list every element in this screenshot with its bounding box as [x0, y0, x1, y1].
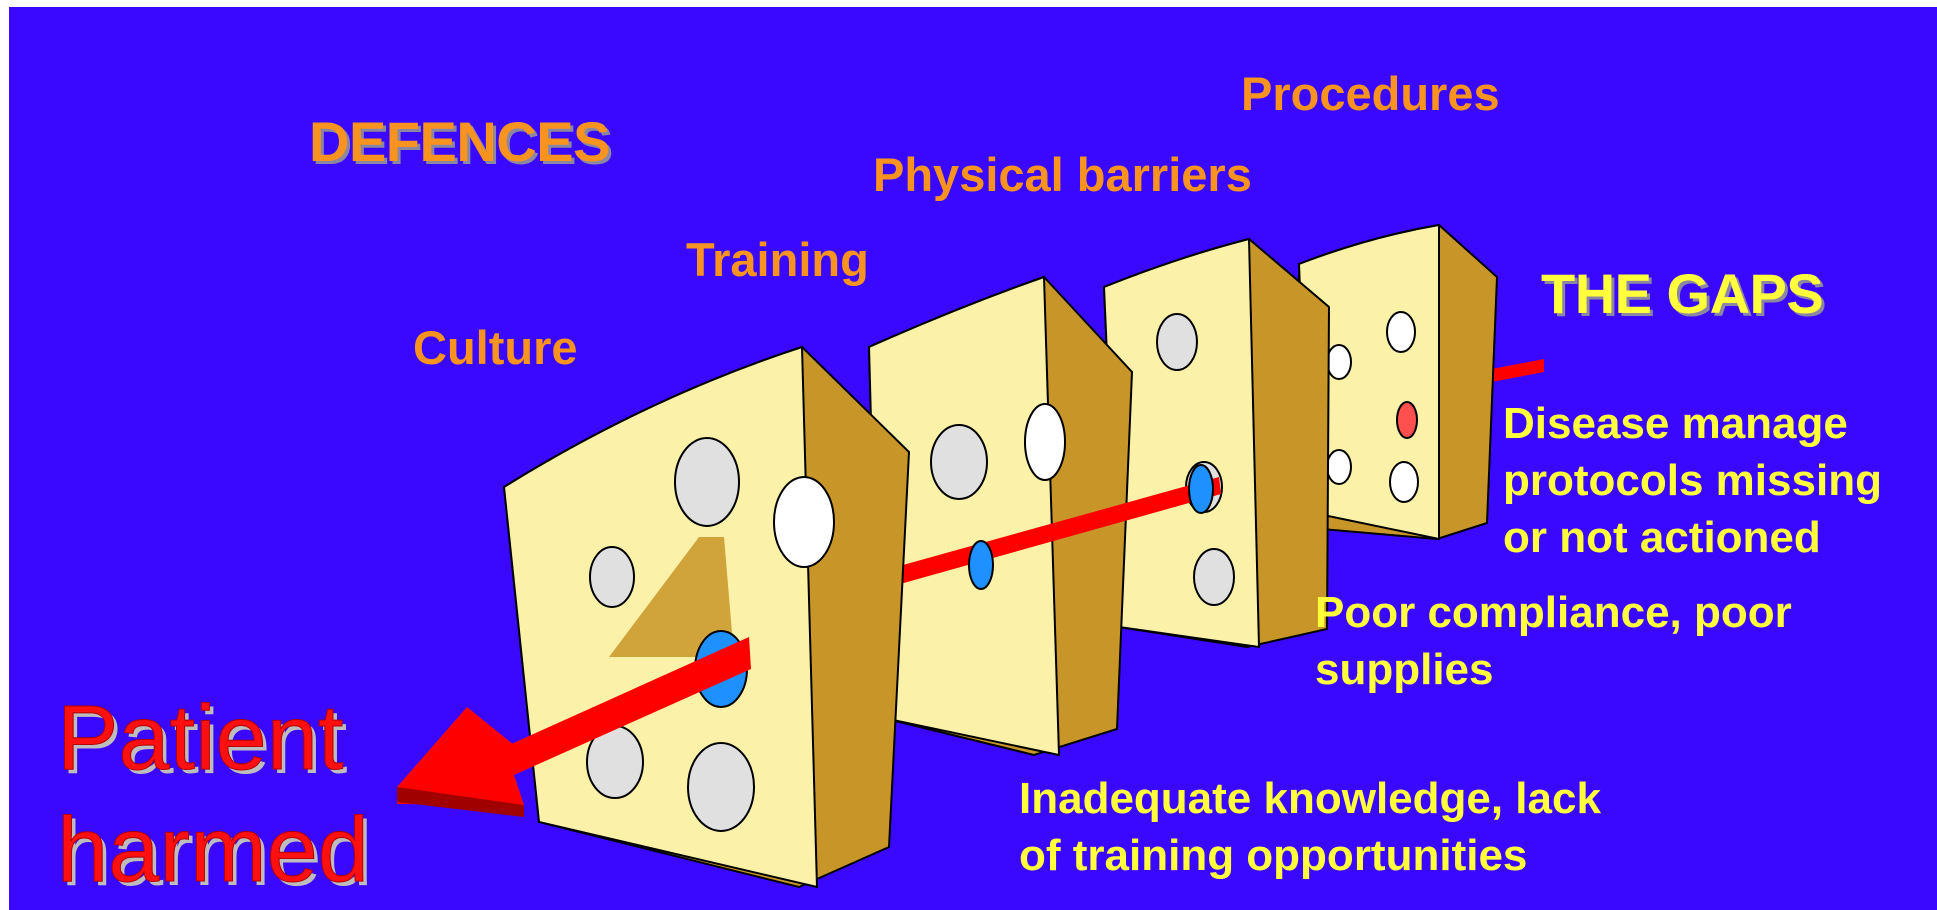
gap-text-line: Inadequate knowledge, lack: [1019, 774, 1601, 823]
outcome-line: harmed: [57, 799, 370, 902]
patient-harmed-label: Patient harmed: [57, 682, 370, 906]
defences-heading: DEFENCES: [309, 110, 610, 173]
cheese-slice-physical-barriers: [1102, 237, 1331, 649]
gaps-heading: THE GAPS: [1541, 262, 1824, 325]
gap-text-line: Disease manage: [1503, 399, 1848, 448]
defence-label-culture: Culture: [413, 321, 578, 374]
cheese-slice-culture: [502, 345, 911, 889]
gap-inadequate-knowledge: Inadequate knowledge, lack of training o…: [1019, 770, 1601, 884]
gap-text-line: protocols missing: [1503, 456, 1882, 505]
defence-label-training: Training: [686, 233, 869, 286]
arrow-head: [397, 637, 751, 817]
cheese-slice-procedures: [1297, 223, 1499, 541]
slide-canvas: DEFENCES Culture Training Physical barri…: [9, 7, 1937, 910]
gap-text-line: Poor compliance, poor: [1315, 588, 1792, 637]
hole-through-physical: [1188, 464, 1214, 514]
swiss-cheese-diagram: [397, 223, 1544, 889]
gap-poor-compliance: Poor compliance, poor supplies: [1315, 584, 1792, 698]
cheese-slice-training: [867, 275, 1134, 757]
defence-label-physical-barriers: Physical barriers: [873, 148, 1252, 201]
gap-text-line: supplies: [1315, 645, 1494, 694]
gap-disease-management: Disease manage protocols missing or not …: [1503, 395, 1882, 566]
hole-through-training: [968, 540, 994, 590]
gap-text-line: or not actioned: [1503, 513, 1821, 562]
gap-text-line: of training opportunities: [1019, 831, 1528, 880]
hole-through-procedures: [1396, 401, 1418, 439]
defence-label-procedures: Procedures: [1241, 67, 1500, 120]
outcome-line: Patient: [57, 687, 344, 790]
